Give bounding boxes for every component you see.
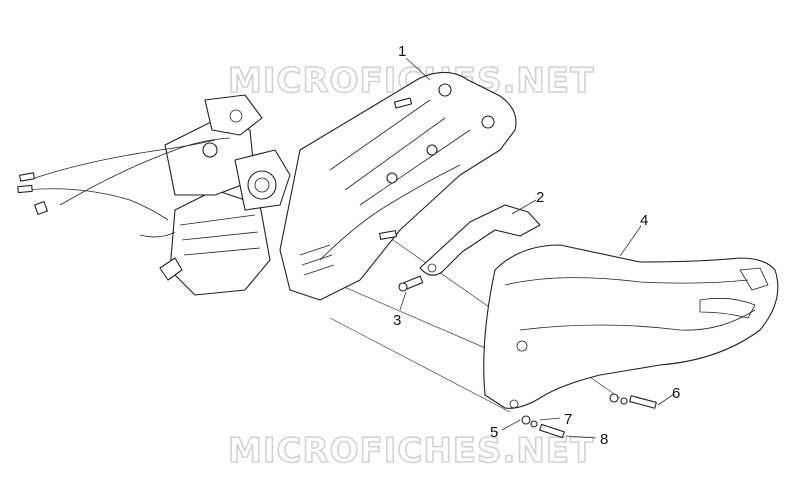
callout-3: 3 <box>393 312 401 329</box>
engine-assembly-icon <box>17 71 517 301</box>
callout-2: 2 <box>536 189 544 206</box>
bolt-icon <box>539 423 565 439</box>
callout-4: 4 <box>640 212 648 229</box>
leader-lines <box>399 57 675 439</box>
bolt-icon <box>609 393 657 409</box>
callout-7: 7 <box>564 411 572 428</box>
lever-bracket-icon <box>419 204 541 276</box>
callout-6: 6 <box>672 385 680 402</box>
callout-8: 8 <box>600 431 608 448</box>
bolt-icon <box>398 275 424 292</box>
engine-cover-icon <box>483 244 779 409</box>
watermark-bottom: MICROFICHES.NET <box>228 431 594 471</box>
callout-5: 5 <box>490 424 498 441</box>
callout-1: 1 <box>398 43 406 60</box>
watermark-top: MICROFICHES.NET <box>228 61 594 101</box>
washer-icon <box>521 415 538 428</box>
